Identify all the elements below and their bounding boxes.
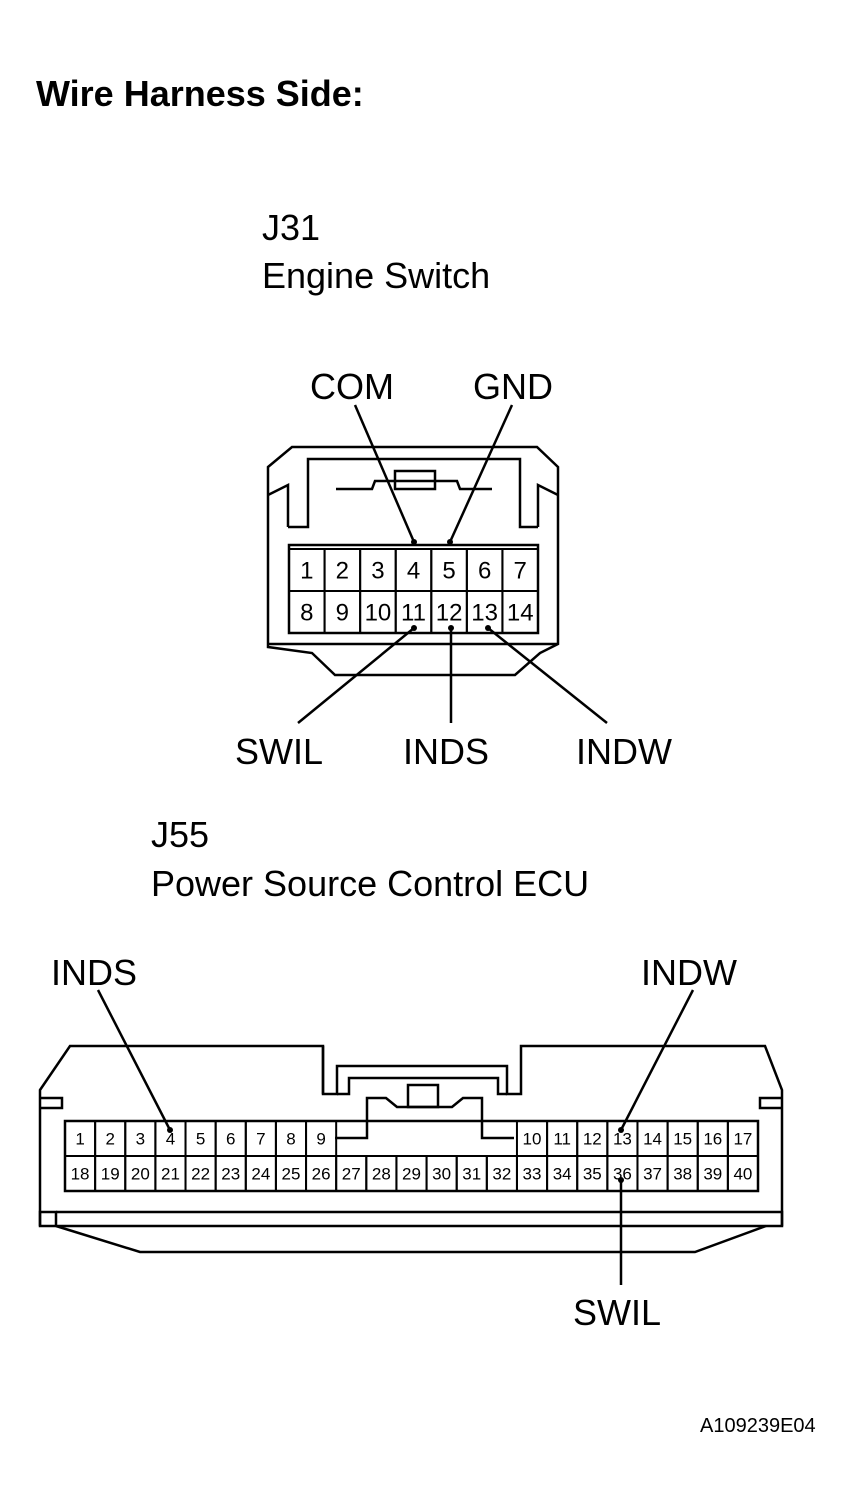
j55-pin-13: 13: [613, 1130, 632, 1149]
j31-pin-5-marker: [447, 539, 453, 545]
j55-pin-36-marker: [618, 1177, 624, 1183]
j55-pin-39: 39: [703, 1165, 722, 1184]
j55-pin-2: 2: [105, 1130, 114, 1149]
j31-connector-name: Engine Switch: [262, 255, 491, 296]
j31-pin-10: 10: [365, 600, 392, 627]
j55-pin-3: 3: [136, 1130, 145, 1149]
j55-pin-24: 24: [251, 1165, 270, 1184]
j55-pin-23: 23: [221, 1165, 240, 1184]
j31-leader-lines: [297, 404, 608, 724]
j55-pin-4-marker: [167, 1127, 173, 1133]
j55-pin-22: 22: [191, 1165, 210, 1184]
j55-pin-29: 29: [402, 1165, 421, 1184]
j55-pin-1: 1: [75, 1130, 84, 1149]
j55-pin-11: 11: [553, 1130, 571, 1149]
j55-pin-36: 36: [613, 1165, 632, 1184]
j55-pin-12: 12: [583, 1130, 602, 1149]
j31-pin-5: 5: [442, 558, 455, 585]
j31-connector-body: [266, 445, 560, 677]
j31-indw-label: INDW: [576, 731, 672, 772]
j55-pin-21: 21: [161, 1165, 180, 1184]
j31-pin-13: 13: [471, 600, 498, 627]
j31-connector-id: J31: [262, 207, 321, 248]
j31-pin-8: 8: [300, 600, 313, 627]
j55-pin-9: 9: [316, 1130, 325, 1149]
j55-pin-7: 7: [256, 1130, 265, 1149]
j55-pin-32: 32: [492, 1165, 511, 1184]
j31-inds-label: INDS: [403, 731, 489, 772]
j55-swil-label: SWIL: [573, 1292, 661, 1333]
j55-pin-8: 8: [286, 1130, 295, 1149]
j31-pin-3: 3: [371, 558, 384, 585]
j31-pin-11: 11: [401, 600, 426, 627]
j31-pin-12: 12: [436, 600, 463, 627]
j55-pin-15: 15: [673, 1130, 692, 1149]
j55-pin-17: 17: [733, 1130, 752, 1149]
figure-code: A109239E04: [700, 1415, 816, 1437]
j55-pin-10: 10: [523, 1130, 542, 1149]
j55-pin-40: 40: [733, 1165, 752, 1184]
j55-pin-13-marker: [618, 1127, 624, 1133]
j55-pin-14: 14: [643, 1130, 662, 1149]
j55-pin-4: 4: [166, 1130, 175, 1149]
j31-pin-12-marker: [448, 625, 454, 631]
j55-pin-27: 27: [342, 1165, 361, 1184]
j55-pin-38: 38: [673, 1165, 692, 1184]
j31-pin-2: 2: [336, 558, 349, 585]
j55-connector-id: J55: [151, 814, 210, 855]
j55-pin-16: 16: [703, 1130, 722, 1149]
j55-pin-31: 31: [462, 1165, 481, 1184]
j31-pin-11-marker: [411, 625, 417, 631]
j55-connector-body: [38, 1044, 784, 1254]
j55-connector-name: Power Source Control ECU: [151, 863, 590, 904]
j31-pin-9: 9: [336, 600, 349, 627]
j31-pin-14-cell: [501, 590, 539, 634]
j55-pin-19: 19: [101, 1165, 120, 1184]
j55-pin-28: 28: [372, 1165, 391, 1184]
j55-pin-18: 18: [71, 1165, 90, 1184]
j31-com-label: COM: [310, 366, 394, 407]
j55-pin-34: 34: [553, 1165, 572, 1184]
j31-swil-label: SWIL: [235, 731, 323, 772]
j55-pin-37: 37: [643, 1165, 662, 1184]
j55-pin-5: 5: [196, 1130, 205, 1149]
j31-pin-4: 4: [407, 558, 420, 585]
j31-pin-7: 7: [514, 558, 527, 585]
page-heading: Wire Harness Side:: [36, 73, 364, 114]
j55-pin-33: 33: [523, 1165, 542, 1184]
j31-pin-1: 1: [300, 558, 313, 585]
j55-inds-label: INDS: [51, 952, 137, 993]
j55-indw-label: INDW: [641, 952, 737, 993]
j31-gnd-label: GND: [473, 366, 553, 407]
j31-pin-13-marker: [485, 625, 491, 631]
j55-pin-26: 26: [312, 1165, 331, 1184]
j55-pin-30: 30: [432, 1165, 451, 1184]
j31-pin-6: 6: [478, 558, 491, 585]
j55-pin-20: 20: [131, 1165, 150, 1184]
j31-pin-4-marker: [411, 539, 417, 545]
j55-pin-25: 25: [282, 1165, 301, 1184]
j55-leader-lines: [96, 989, 695, 1285]
j55-pin-6: 6: [226, 1130, 235, 1149]
j55-pin-40-cell: [726, 1155, 760, 1192]
j55-pin-35: 35: [583, 1165, 602, 1184]
j31-pin-14: 14: [507, 600, 534, 627]
